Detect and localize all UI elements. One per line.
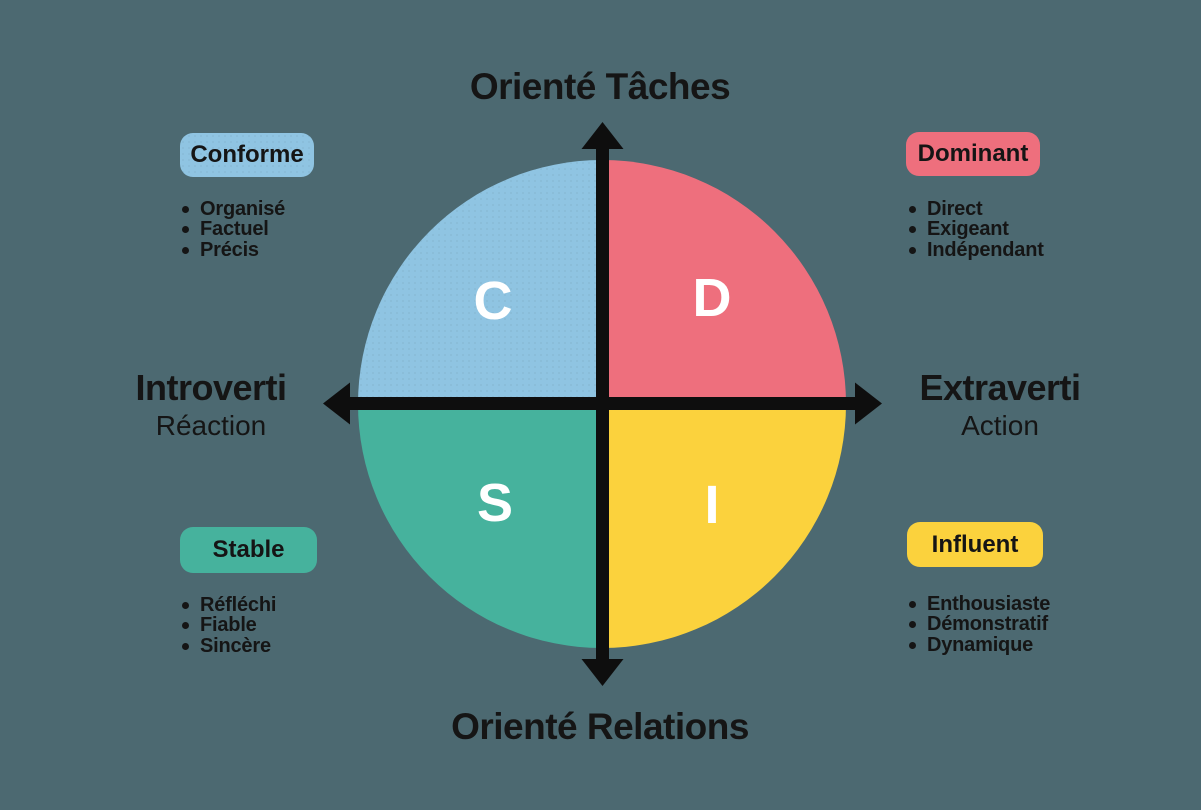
traits-stable: Réfléchi Fiable Sincère bbox=[182, 593, 277, 657]
axis-label-left-main: Introverti bbox=[135, 367, 287, 408]
axis-label-bottom: Orienté Relations bbox=[451, 706, 749, 747]
bullet-icon bbox=[182, 246, 189, 254]
badge-dominant-label: Dominant bbox=[917, 140, 1029, 167]
trait-item: Fiable bbox=[182, 614, 276, 637]
trait-item: Exigeant bbox=[909, 218, 1044, 241]
trait-item: Enthousiaste bbox=[909, 592, 1051, 615]
trait-label: Indépendant bbox=[927, 238, 1044, 261]
axis-label-top: Orienté Tâches bbox=[469, 66, 731, 107]
trait-label: Exigeant bbox=[927, 218, 1009, 241]
arrowhead-down bbox=[581, 659, 624, 686]
bullet-icon bbox=[182, 226, 189, 234]
bullet-icon bbox=[909, 226, 916, 234]
bullet-icon bbox=[909, 600, 916, 608]
badge-conforme-label: Conforme bbox=[190, 141, 304, 168]
bullet-icon bbox=[909, 621, 916, 629]
trait-item: Organisé bbox=[182, 197, 286, 220]
quadrant-letter-s: S bbox=[476, 473, 514, 533]
badge-dominant: Dominant bbox=[906, 132, 1040, 176]
bullet-icon bbox=[182, 622, 189, 630]
trait-item: Indépendant bbox=[909, 238, 1044, 261]
traits-conforme: Organisé Factuel Précis bbox=[182, 197, 286, 261]
trait-label: Organisé bbox=[200, 197, 286, 220]
axis-label-right: Extraverti Action bbox=[919, 367, 1081, 443]
trait-label: Réfléchi bbox=[200, 593, 277, 616]
axis-label-right-main: Extraverti bbox=[919, 367, 1081, 408]
trait-item: Précis bbox=[182, 238, 285, 261]
badge-conforme: Conforme bbox=[180, 133, 314, 177]
traits-influent: Enthousiaste Démonstratif Dynamique bbox=[909, 592, 1051, 656]
arrowhead-left bbox=[323, 382, 350, 425]
trait-item: Dynamique bbox=[909, 633, 1050, 656]
arrowhead-right bbox=[855, 382, 882, 425]
traits-dominant: Direct Exigeant Indépendant bbox=[909, 197, 1044, 261]
bullet-icon bbox=[909, 246, 916, 254]
bullet-icon bbox=[182, 205, 189, 213]
trait-item: Réfléchi bbox=[182, 593, 277, 616]
badge-stable: Stable bbox=[180, 527, 317, 573]
arrowhead-up bbox=[581, 122, 624, 149]
bullet-icon bbox=[909, 641, 916, 649]
trait-label: Sincère bbox=[200, 634, 271, 657]
bullet-icon bbox=[909, 205, 916, 213]
axis-label-right-sub: Action bbox=[961, 410, 1039, 441]
trait-item: Direct bbox=[909, 197, 1044, 220]
trait-label: Enthousiaste bbox=[927, 592, 1051, 615]
axis-label-left-sub: Réaction bbox=[155, 410, 267, 441]
bullet-icon bbox=[182, 642, 189, 650]
badge-influent: Influent bbox=[907, 522, 1043, 567]
trait-label: Factuel bbox=[200, 218, 269, 241]
trait-label: Démonstratif bbox=[927, 613, 1048, 636]
badge-influent-label: Influent bbox=[931, 530, 1019, 558]
trait-item: Factuel bbox=[182, 218, 285, 241]
quadrant-letter-i: I bbox=[704, 475, 720, 535]
trait-label: Direct bbox=[927, 197, 983, 220]
badge-stable-label: Stable bbox=[212, 536, 285, 563]
quadrant-letter-d: D bbox=[692, 268, 732, 328]
quadrant-letter-c: C bbox=[473, 271, 513, 331]
trait-label: Fiable bbox=[200, 614, 257, 637]
trait-label: Précis bbox=[200, 238, 259, 261]
axis-label-left: Introverti Réaction bbox=[135, 367, 287, 443]
bullet-icon bbox=[182, 601, 189, 609]
trait-item: Sincère bbox=[182, 634, 276, 657]
trait-label: Dynamique bbox=[927, 633, 1034, 656]
trait-item: Démonstratif bbox=[909, 613, 1050, 636]
